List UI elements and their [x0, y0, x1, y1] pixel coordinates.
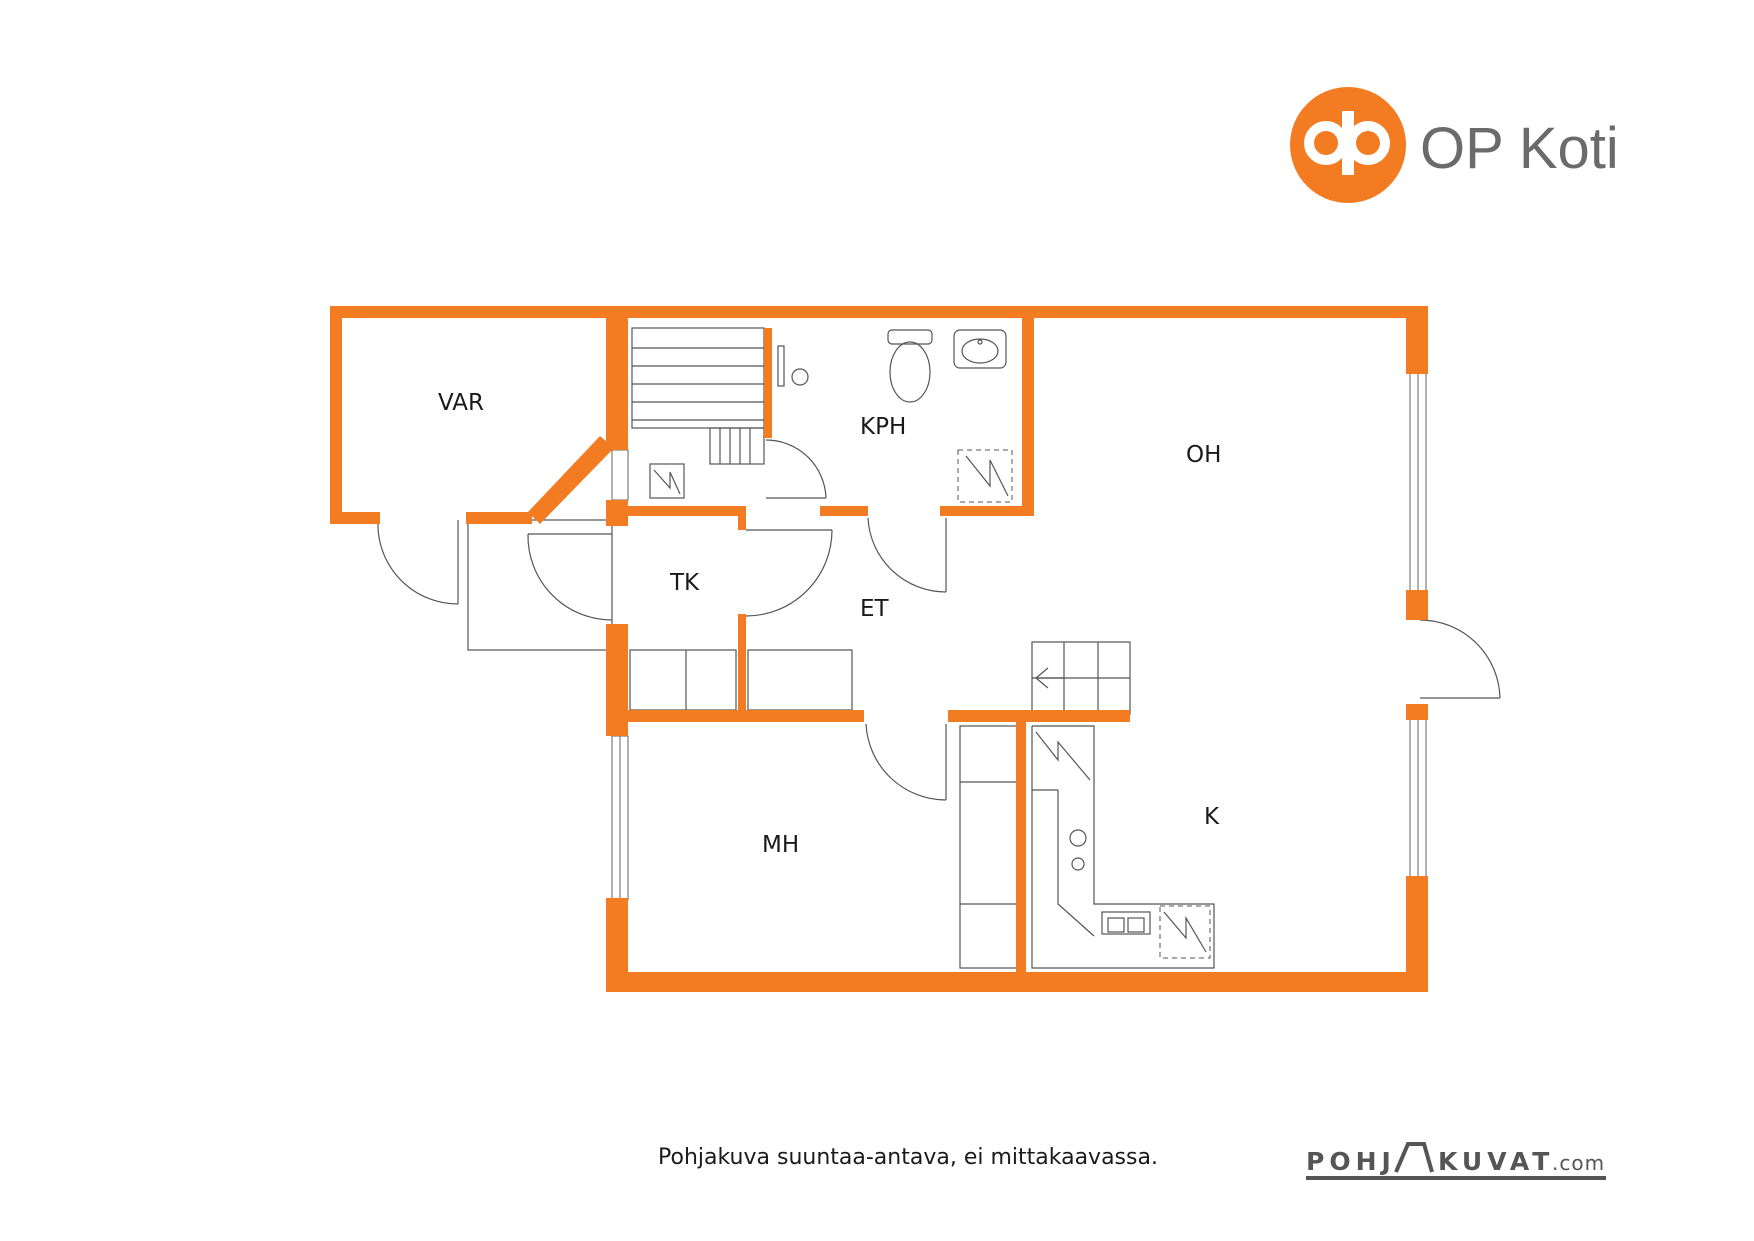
bedroom-wardrobe — [959, 725, 1019, 969]
room-label-kph: KPH — [860, 414, 906, 440]
room-labels: VAR KPH OH TK ET MH K — [438, 390, 1221, 858]
room-label-oh: OH — [1186, 442, 1221, 468]
window-k — [1409, 717, 1427, 879]
room-label-var: VAR — [438, 390, 484, 416]
room-label-k: K — [1204, 804, 1220, 830]
op-logo-icon — [1290, 87, 1406, 203]
shower-icon — [957, 449, 1013, 503]
disclaimer-text: Pohjakuva suuntaa-antava, ei mittakaavas… — [658, 1145, 1158, 1170]
door-mh — [865, 723, 947, 801]
fixtures — [467, 327, 1215, 969]
credit-logo-mark-icon — [1394, 1142, 1434, 1173]
credit-left-text: POHJ — [1306, 1147, 1396, 1176]
kitchen-sink-icon — [1101, 911, 1151, 935]
walls — [330, 306, 1428, 992]
stairs-down — [1031, 641, 1131, 715]
room-label-et: ET — [860, 596, 890, 622]
staircase — [631, 327, 765, 465]
door-tk-left — [527, 533, 613, 621]
door-stair — [765, 439, 827, 499]
dishwasher-icon — [1159, 905, 1211, 959]
credit-underline — [1306, 1176, 1606, 1180]
brand-logo: OP Koti — [1290, 87, 1619, 203]
door-var — [377, 519, 459, 605]
porch-step — [467, 519, 613, 651]
credit-suffix-text: .com — [1552, 1151, 1605, 1175]
sink-icon — [953, 329, 1007, 369]
room-label-mh: MH — [762, 832, 799, 858]
drain-icon — [649, 463, 685, 499]
window-mh — [611, 735, 629, 901]
kitchen-counter — [1031, 725, 1215, 969]
room-label-tk: TK — [669, 570, 700, 596]
credit-logo: POHJ KUVAT .com — [1306, 1142, 1606, 1180]
window-stair — [611, 449, 629, 501]
door-tk-right — [745, 529, 833, 617]
window-oh — [1409, 371, 1427, 593]
credit-right-text: KUVAT — [1438, 1147, 1554, 1176]
brand-name: OP Koti — [1420, 116, 1619, 181]
toilet-paper-icon — [777, 345, 809, 387]
toilet-icon — [887, 329, 933, 403]
stove-icon — [1069, 829, 1087, 871]
doors — [377, 439, 1501, 801]
door-kph — [867, 517, 947, 593]
door-exterior — [1419, 619, 1501, 699]
